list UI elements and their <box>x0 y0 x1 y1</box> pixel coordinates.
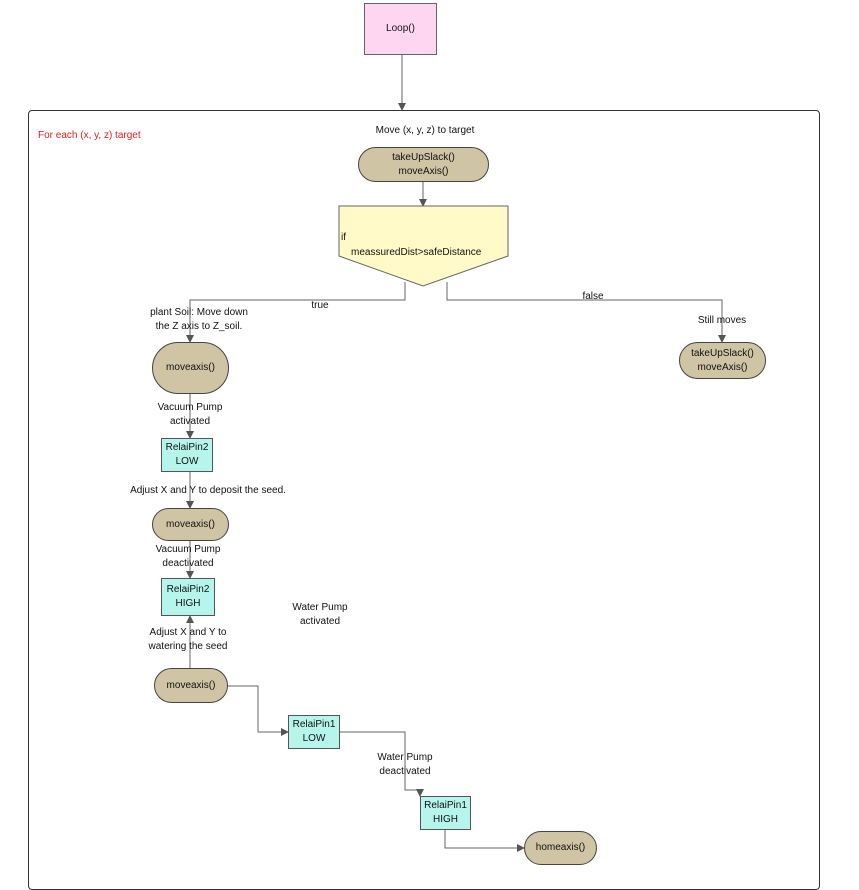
adjust-watering-label: Adjust X and Y to watering the seed <box>148 627 228 652</box>
takeupslack-moveaxis-false-node[interactable]: takeUpSlack() moveAxis() <box>679 342 766 379</box>
loop-node[interactable]: Loop() <box>364 3 437 55</box>
edge-moveaxis3-to-relay1low <box>228 685 289 736</box>
still-moves-label: Still moves <box>697 315 747 326</box>
edge-decision-true <box>186 282 406 343</box>
moveaxis-node-2[interactable]: moveaxis() <box>152 508 229 541</box>
water-pump-deactivated-label: Water Pump deactivated <box>377 752 433 777</box>
edge-relay1low-to-relay1high <box>340 731 424 797</box>
edge-label-true: true <box>311 300 329 311</box>
relaipin2-high-node[interactable]: RelaiPin2 HIGH <box>161 578 215 616</box>
takeupslack-moveaxis-node[interactable]: takeUpSlack() moveAxis() <box>358 147 489 182</box>
decision-shape <box>338 205 509 287</box>
relaipin2-low-node[interactable]: RelaiPin2 LOW <box>161 438 213 472</box>
decision-condition-text[interactable]: meassuredDist>safeDistance <box>351 247 482 258</box>
plant-soil-label: plant Soil: Move down the Z axis to Z_so… <box>150 307 248 332</box>
vacuum-pump-deactivated-label: Vacuum Pump deactivated <box>155 544 221 569</box>
water-pump-activated-label: Water Pump activated <box>292 602 348 627</box>
edge-decision-false <box>446 282 726 343</box>
relaipin1-high-node[interactable]: RelaiPin1 HIGH <box>420 796 471 830</box>
edge-relay1high-to-homeaxis <box>444 830 525 852</box>
moveaxis-node-3[interactable]: moveaxis() <box>154 668 228 703</box>
moveaxis-node-1[interactable]: moveaxis() <box>152 342 229 394</box>
decision-if-text: if <box>341 232 346 243</box>
group-title: For each (x, y, z) target <box>38 130 141 141</box>
edge-label-false: false <box>582 291 604 302</box>
move-target-label: Move (x, y, z) to target <box>375 125 475 136</box>
adjust-deposit-label: Adjust X and Y to deposit the seed. <box>130 485 286 496</box>
vacuum-pump-activated-label: Vacuum Pump activated <box>157 402 223 427</box>
flowchart-edges <box>186 55 726 852</box>
homeaxis-node[interactable]: homeaxis() <box>524 831 597 865</box>
relaipin1-low-node[interactable]: RelaiPin1 LOW <box>288 715 340 749</box>
